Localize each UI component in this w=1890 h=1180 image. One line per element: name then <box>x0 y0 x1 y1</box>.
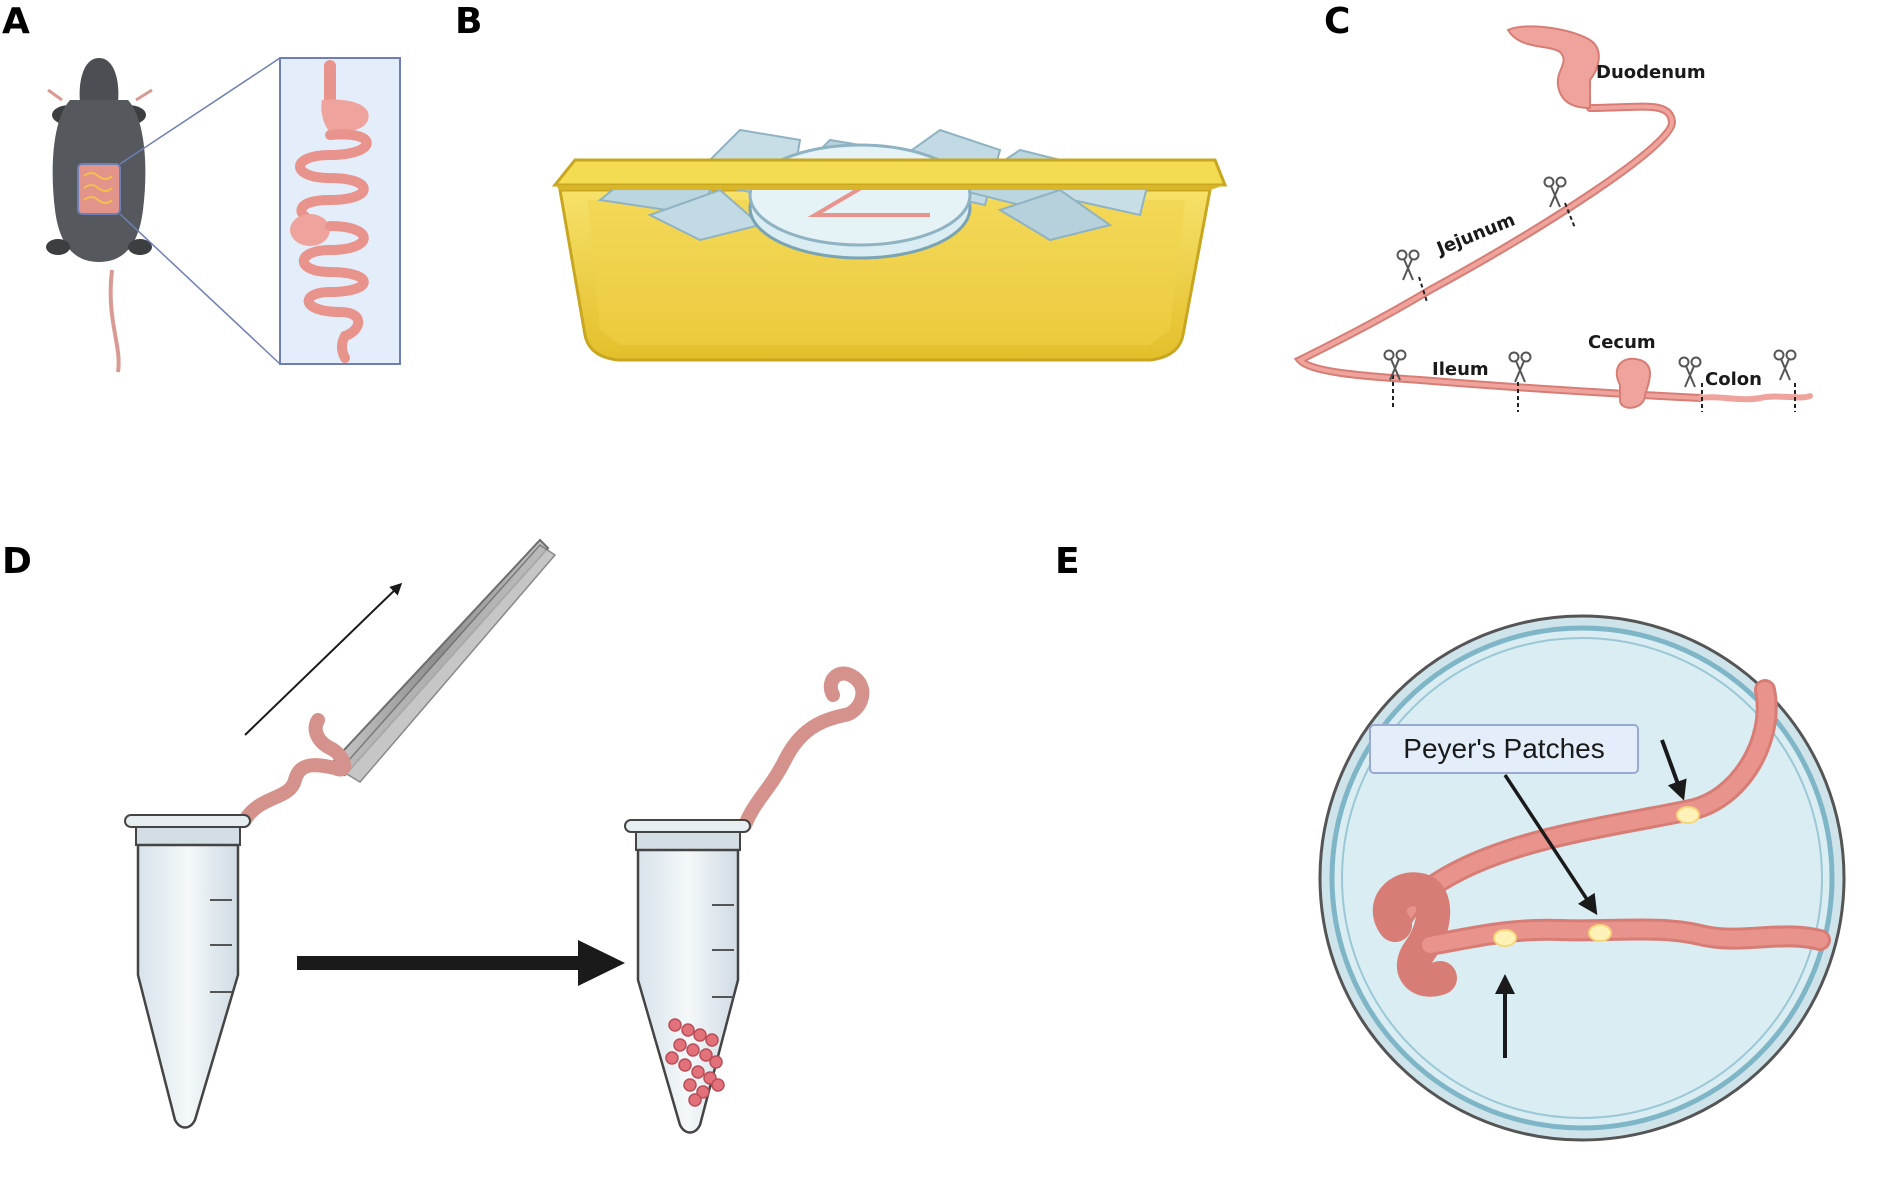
pull-direction-arrow <box>244 582 403 736</box>
arrow-icon <box>1503 774 1598 916</box>
tissue-fragments <box>665 1018 725 1107</box>
label-ileum: Ileum <box>1432 359 1489 380</box>
tube-icon <box>624 819 751 1134</box>
panel-b: B <box>455 1 1228 362</box>
panel-letter-a: A <box>2 1 30 42</box>
peyers-patches-label: Peyer's Patches <box>1403 733 1604 764</box>
panel-letter-e: E <box>1055 541 1080 582</box>
peyers-patch-markers <box>1493 806 1700 947</box>
arrow-icon <box>578 940 625 986</box>
label-colon: Colon <box>1705 369 1762 390</box>
arrow-icon <box>1660 739 1687 801</box>
panel-c: C Duodenum <box>1293 1 1813 412</box>
cut-markers <box>1392 202 1796 412</box>
intestine-tissue <box>238 713 351 827</box>
panel-a: A <box>2 1 401 373</box>
label-cecum: Cecum <box>1588 332 1656 353</box>
panel-letter-c: C <box>1324 1 1350 42</box>
mouse-icon <box>46 58 153 373</box>
intestine-tissue-2 <box>738 666 870 832</box>
forceps-icon <box>328 538 557 783</box>
panel-letter-b: B <box>455 1 482 42</box>
panel-letter-d: D <box>2 541 32 582</box>
gut-diagram <box>1293 25 1813 412</box>
intestine-segment <box>1372 679 1831 997</box>
panel-e: E Peyer's Patches <box>1055 541 1846 1142</box>
label-jejunum: Jejunum <box>1432 209 1518 260</box>
tube-icon <box>124 814 251 1129</box>
panel-d: D <box>2 538 870 1134</box>
intestine-schematic <box>290 60 372 363</box>
label-duodenum: Duodenum <box>1596 62 1706 83</box>
callout-box <box>1369 724 1639 774</box>
